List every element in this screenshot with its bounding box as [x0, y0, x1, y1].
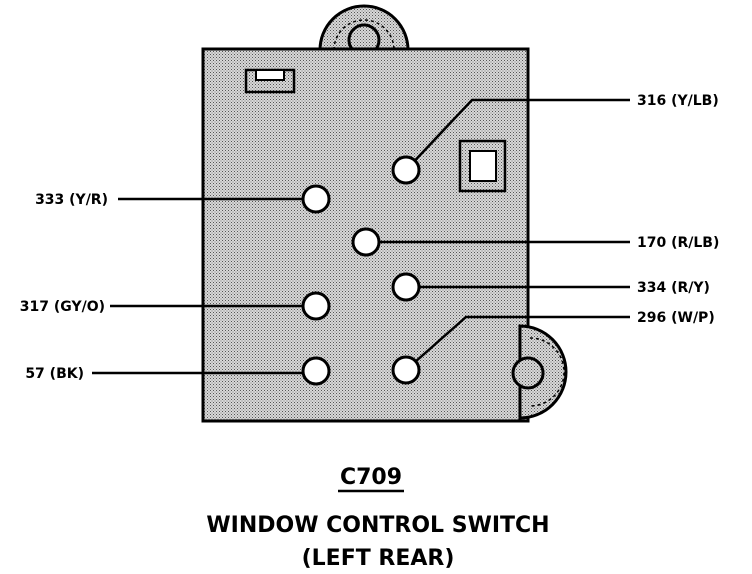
pin-label-57: 57 (BK)	[25, 366, 84, 382]
pin-label-296: 296 (W/P)	[637, 310, 715, 326]
pin-label-316: 316 (Y/LB)	[637, 93, 719, 109]
pin-cavity-57	[301, 356, 331, 386]
pin-leader-lines	[92, 98, 630, 375]
pin-label-333: 333 (Y/R)	[35, 192, 108, 208]
pin-cavity-316	[391, 155, 421, 185]
locking-latch	[244, 68, 296, 94]
right-mounting-tab	[511, 324, 568, 420]
connector-id: C709	[340, 465, 402, 490]
leader-296	[405, 315, 630, 371]
pin-cavity-334	[391, 272, 421, 302]
pin-cavity-317	[301, 291, 331, 321]
leader-316	[405, 98, 630, 171]
keying-feature	[458, 139, 507, 193]
pin-label-170: 170 (R/LB)	[637, 235, 719, 251]
pin-cavity-296	[391, 355, 421, 385]
pin-label-317: 317 (GY/O)	[20, 299, 105, 315]
pin-cavities	[301, 155, 421, 386]
component-location: (LEFT REAR)	[302, 546, 455, 571]
pin-cavity-170	[351, 227, 381, 257]
component-title: WINDOW CONTROL SWITCH	[206, 513, 549, 538]
connector-body	[201, 47, 530, 423]
pin-label-334: 334 (R/Y)	[637, 280, 710, 296]
pin-cavity-333	[301, 184, 331, 214]
